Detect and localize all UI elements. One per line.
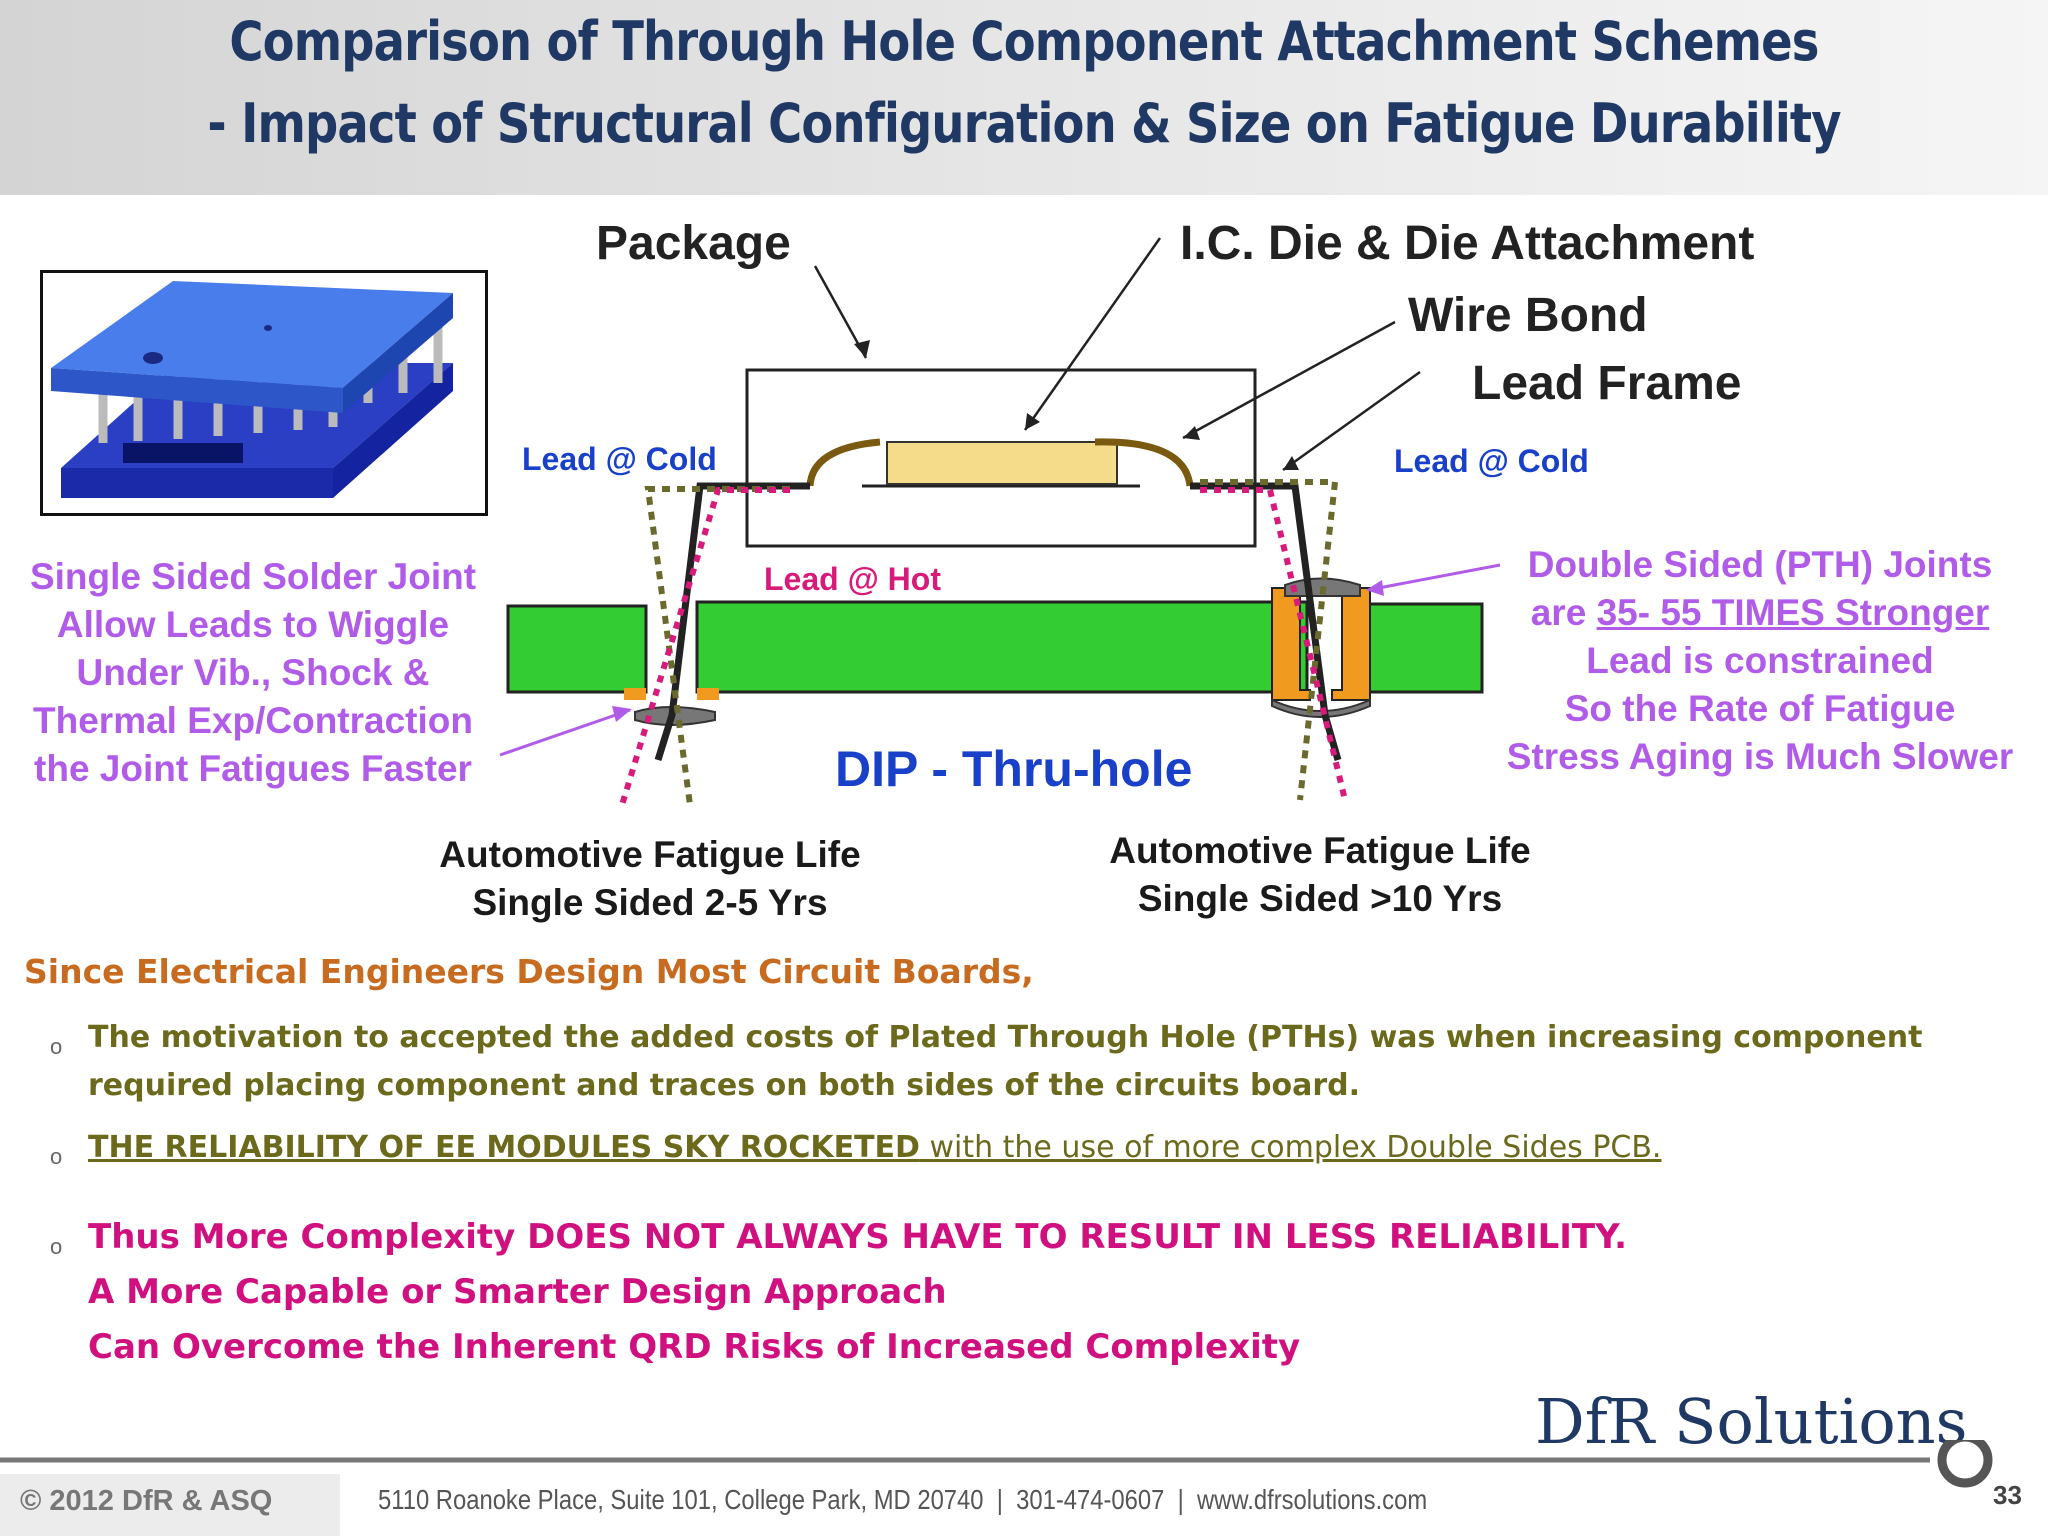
slide-title-line1: Comparison of Through Hole Component Att…: [229, 10, 1819, 73]
pcb-left-segment: [506, 604, 648, 694]
bullet-marker-1: o: [50, 1034, 63, 1059]
lead-frame-label: Lead Frame: [1472, 357, 1742, 410]
lead-cold-left-label: Lead @ Cold: [522, 441, 717, 477]
bullet-1: The motivation to accepted the added cos…: [88, 1020, 1923, 1103]
lead-hot-label: Lead @ Hot: [764, 561, 941, 597]
bullet-3: Thus More Complexity DOES NOT ALWAYS HAV…: [88, 1217, 1628, 1367]
slide-title-line2: - Impact of Structural Configuration & S…: [207, 92, 1841, 155]
footer-copyright: © 2012 DfR & ASQ: [20, 1485, 273, 1517]
right-solder-fillet-bottom: [1271, 698, 1371, 718]
title-band: [0, 0, 2048, 195]
dfr-logo-text: DfR Solutions: [1535, 1385, 1968, 1458]
footer-divider: [0, 1440, 1993, 1488]
dip-chip-illustration: [40, 270, 488, 516]
footer-address: 5110 Roanoke Place, Suite 101, College P…: [378, 1484, 1428, 1515]
body-heading: Since Electrical Engineers Design Most C…: [24, 952, 1034, 991]
bullet-marker-2: o: [50, 1144, 63, 1169]
fatigue-life-left: Automotive Fatigue Life Single Sided 2-5…: [439, 834, 861, 923]
double-sided-note: Double Sided (PTH) Joints are 35- 55 TIM…: [1506, 544, 2014, 777]
ic-die: [886, 441, 1118, 485]
dip-thru-hole-label: DIP - Thru-hole: [835, 741, 1193, 797]
wire-bond-left: [806, 438, 881, 487]
bullet-marker-3: o: [50, 1234, 63, 1259]
lead-hot-right-outline: [1200, 487, 1348, 801]
fatigue-life-right: Automotive Fatigue Life Single Sided >10…: [1109, 830, 1531, 919]
wire-bond-right: [1094, 438, 1194, 487]
pcb-center-segment: [695, 600, 1309, 694]
lead-hot-left-outline: [619, 487, 790, 806]
single-sided-note: Single Sided Solder Joint Allow Leads to…: [29, 556, 477, 789]
die-label: I.C. Die & Die Attachment: [1180, 217, 1755, 270]
lead-cold-right-label: Lead @ Cold: [1394, 443, 1589, 479]
footer-copyright-box: [0, 1474, 340, 1536]
lead-cold-right-outline: [1200, 479, 1339, 801]
package-label: Package: [596, 217, 791, 270]
page-number: 33: [1993, 1480, 2022, 1510]
bullet-2: THE RELIABILITY OF EE MODULES SKY ROCKET…: [88, 1130, 1662, 1165]
wire-bond-label: Wire Bond: [1408, 289, 1648, 342]
